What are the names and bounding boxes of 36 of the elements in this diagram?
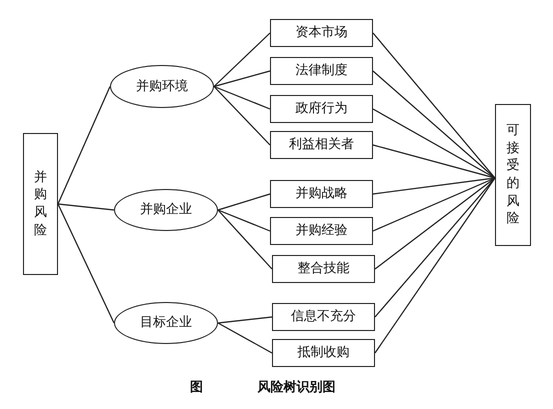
connector-line xyxy=(218,193,270,211)
connector-line xyxy=(218,210,272,270)
box-node: 并购风险 xyxy=(23,133,58,275)
connector-line xyxy=(57,86,111,204)
connector-line xyxy=(214,86,270,110)
connector-line xyxy=(214,32,270,87)
figure-caption: 图 风险树识别图 xyxy=(190,379,336,396)
ellipse-node: 并购企业 xyxy=(114,189,218,231)
box-node: 并购战略 xyxy=(270,180,373,208)
box-node: 法律制度 xyxy=(270,57,373,85)
connector-line xyxy=(372,108,496,179)
box-node: 政府行为 xyxy=(270,95,373,123)
box-node: 可接受的风险 xyxy=(495,104,531,246)
connector-line xyxy=(372,177,496,232)
ellipse-node: 目标企业 xyxy=(114,302,218,344)
box-node: 抵制收购 xyxy=(272,339,375,367)
connector-line xyxy=(374,178,496,354)
box-node: 利益相关者 xyxy=(270,131,373,159)
connector-line xyxy=(374,178,496,318)
box-node: 资本市场 xyxy=(270,19,373,47)
box-node: 信息不充分 xyxy=(272,303,375,331)
ellipse-node: 并购环境 xyxy=(110,65,214,108)
connector-line xyxy=(218,316,272,324)
connector-line xyxy=(218,322,272,354)
connector-line xyxy=(58,203,114,211)
connector-line xyxy=(372,144,496,179)
connector-line xyxy=(57,204,115,324)
box-node: 整合技能 xyxy=(272,255,375,283)
connector-line xyxy=(374,178,496,270)
connector-line xyxy=(372,70,496,178)
connector-line xyxy=(214,70,270,88)
connector-line xyxy=(372,177,496,195)
box-node: 并购经验 xyxy=(270,217,373,245)
connector-line xyxy=(218,209,270,232)
connector-line xyxy=(372,32,496,178)
connector-line xyxy=(214,86,270,146)
